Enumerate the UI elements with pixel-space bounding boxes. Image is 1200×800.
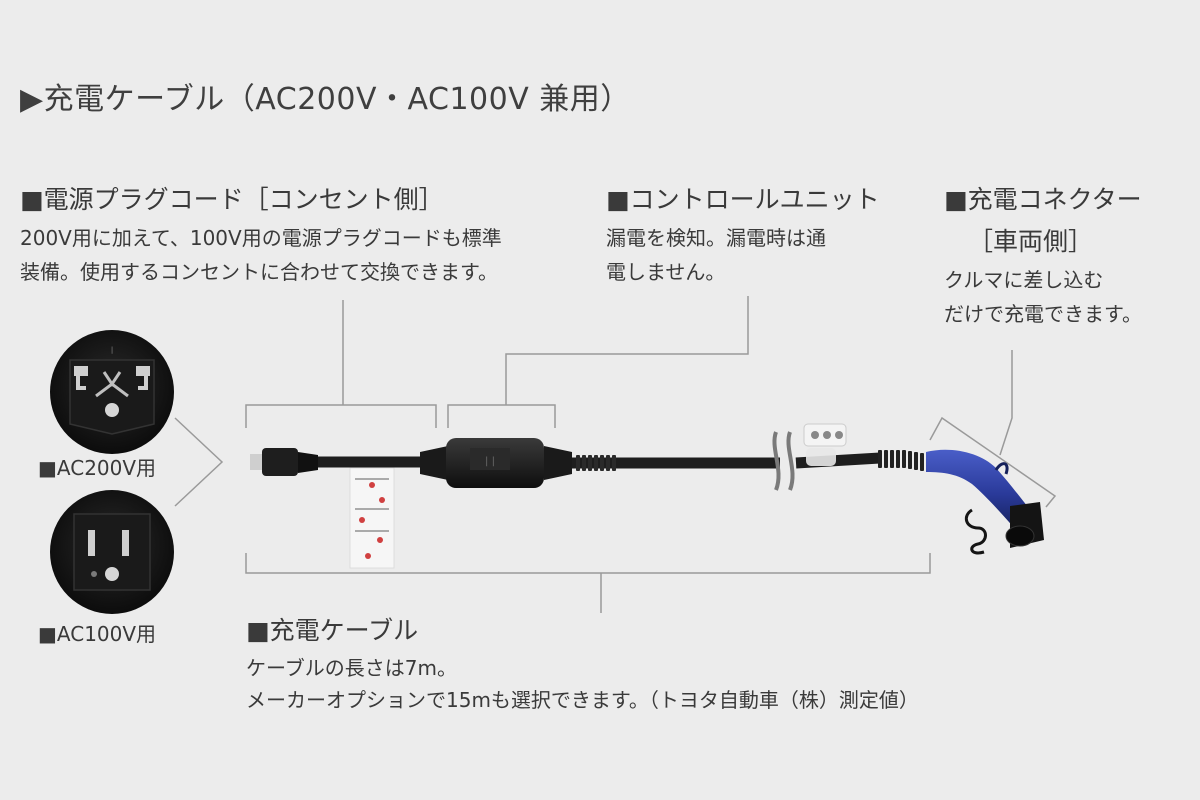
connector-subheading: ［車両側］ [968,227,1094,256]
control-unit-heading: ■コントロールユニット [606,185,880,214]
cable-text-line-1: ケーブルの長さは7m。 [246,656,458,680]
control-unit-leader [505,296,749,405]
ac200v-label: ■AC200V用 [38,456,157,480]
plug-cord-bracket [245,404,437,428]
control-unit-text-line-2: 電しません。 [606,260,726,284]
connector-heading: ■充電コネクター [944,185,1142,214]
plug-cord-heading: ■電源プラグコード［コンセント側］ [20,185,444,214]
cable-image: | | [250,423,1044,569]
plug-cord-text-line-2: 装備。使用するコンセントに合わせて交換できます。 [20,260,498,284]
cable-heading: ■充電ケーブル [246,616,419,645]
connector-text-line-1: クルマに差し込む [944,268,1104,292]
control-unit-bracket [447,404,556,428]
bracket-lines [174,296,1057,613]
cable-text-line-2: メーカーオプションで15mも選択できます。（トヨタ自動車（株）測定値） [246,688,919,712]
plug-chevron [174,417,224,507]
ac100v-plug-image [50,490,174,614]
page-title: ▶充電ケーブル（AC200V・AC100V 兼用） [20,82,631,117]
ac200v-plug-image: | [50,330,174,454]
plug-cord-text-line-1: 200V用に加えて、100V用の電源プラグコードも標準 [20,226,502,250]
svg-text:| |: | | [485,456,495,467]
cable-bracket [245,553,931,574]
svg-text:|: | [111,346,113,354]
connector-text-line-2: だけで充電できます。 [944,302,1142,326]
connector-leader [999,350,1013,456]
ac100v-label: ■AC100V用 [38,622,157,646]
connector-bracket [929,416,1057,508]
control-unit-text-line-1: 漏電を検知。漏電時は通 [606,226,826,250]
